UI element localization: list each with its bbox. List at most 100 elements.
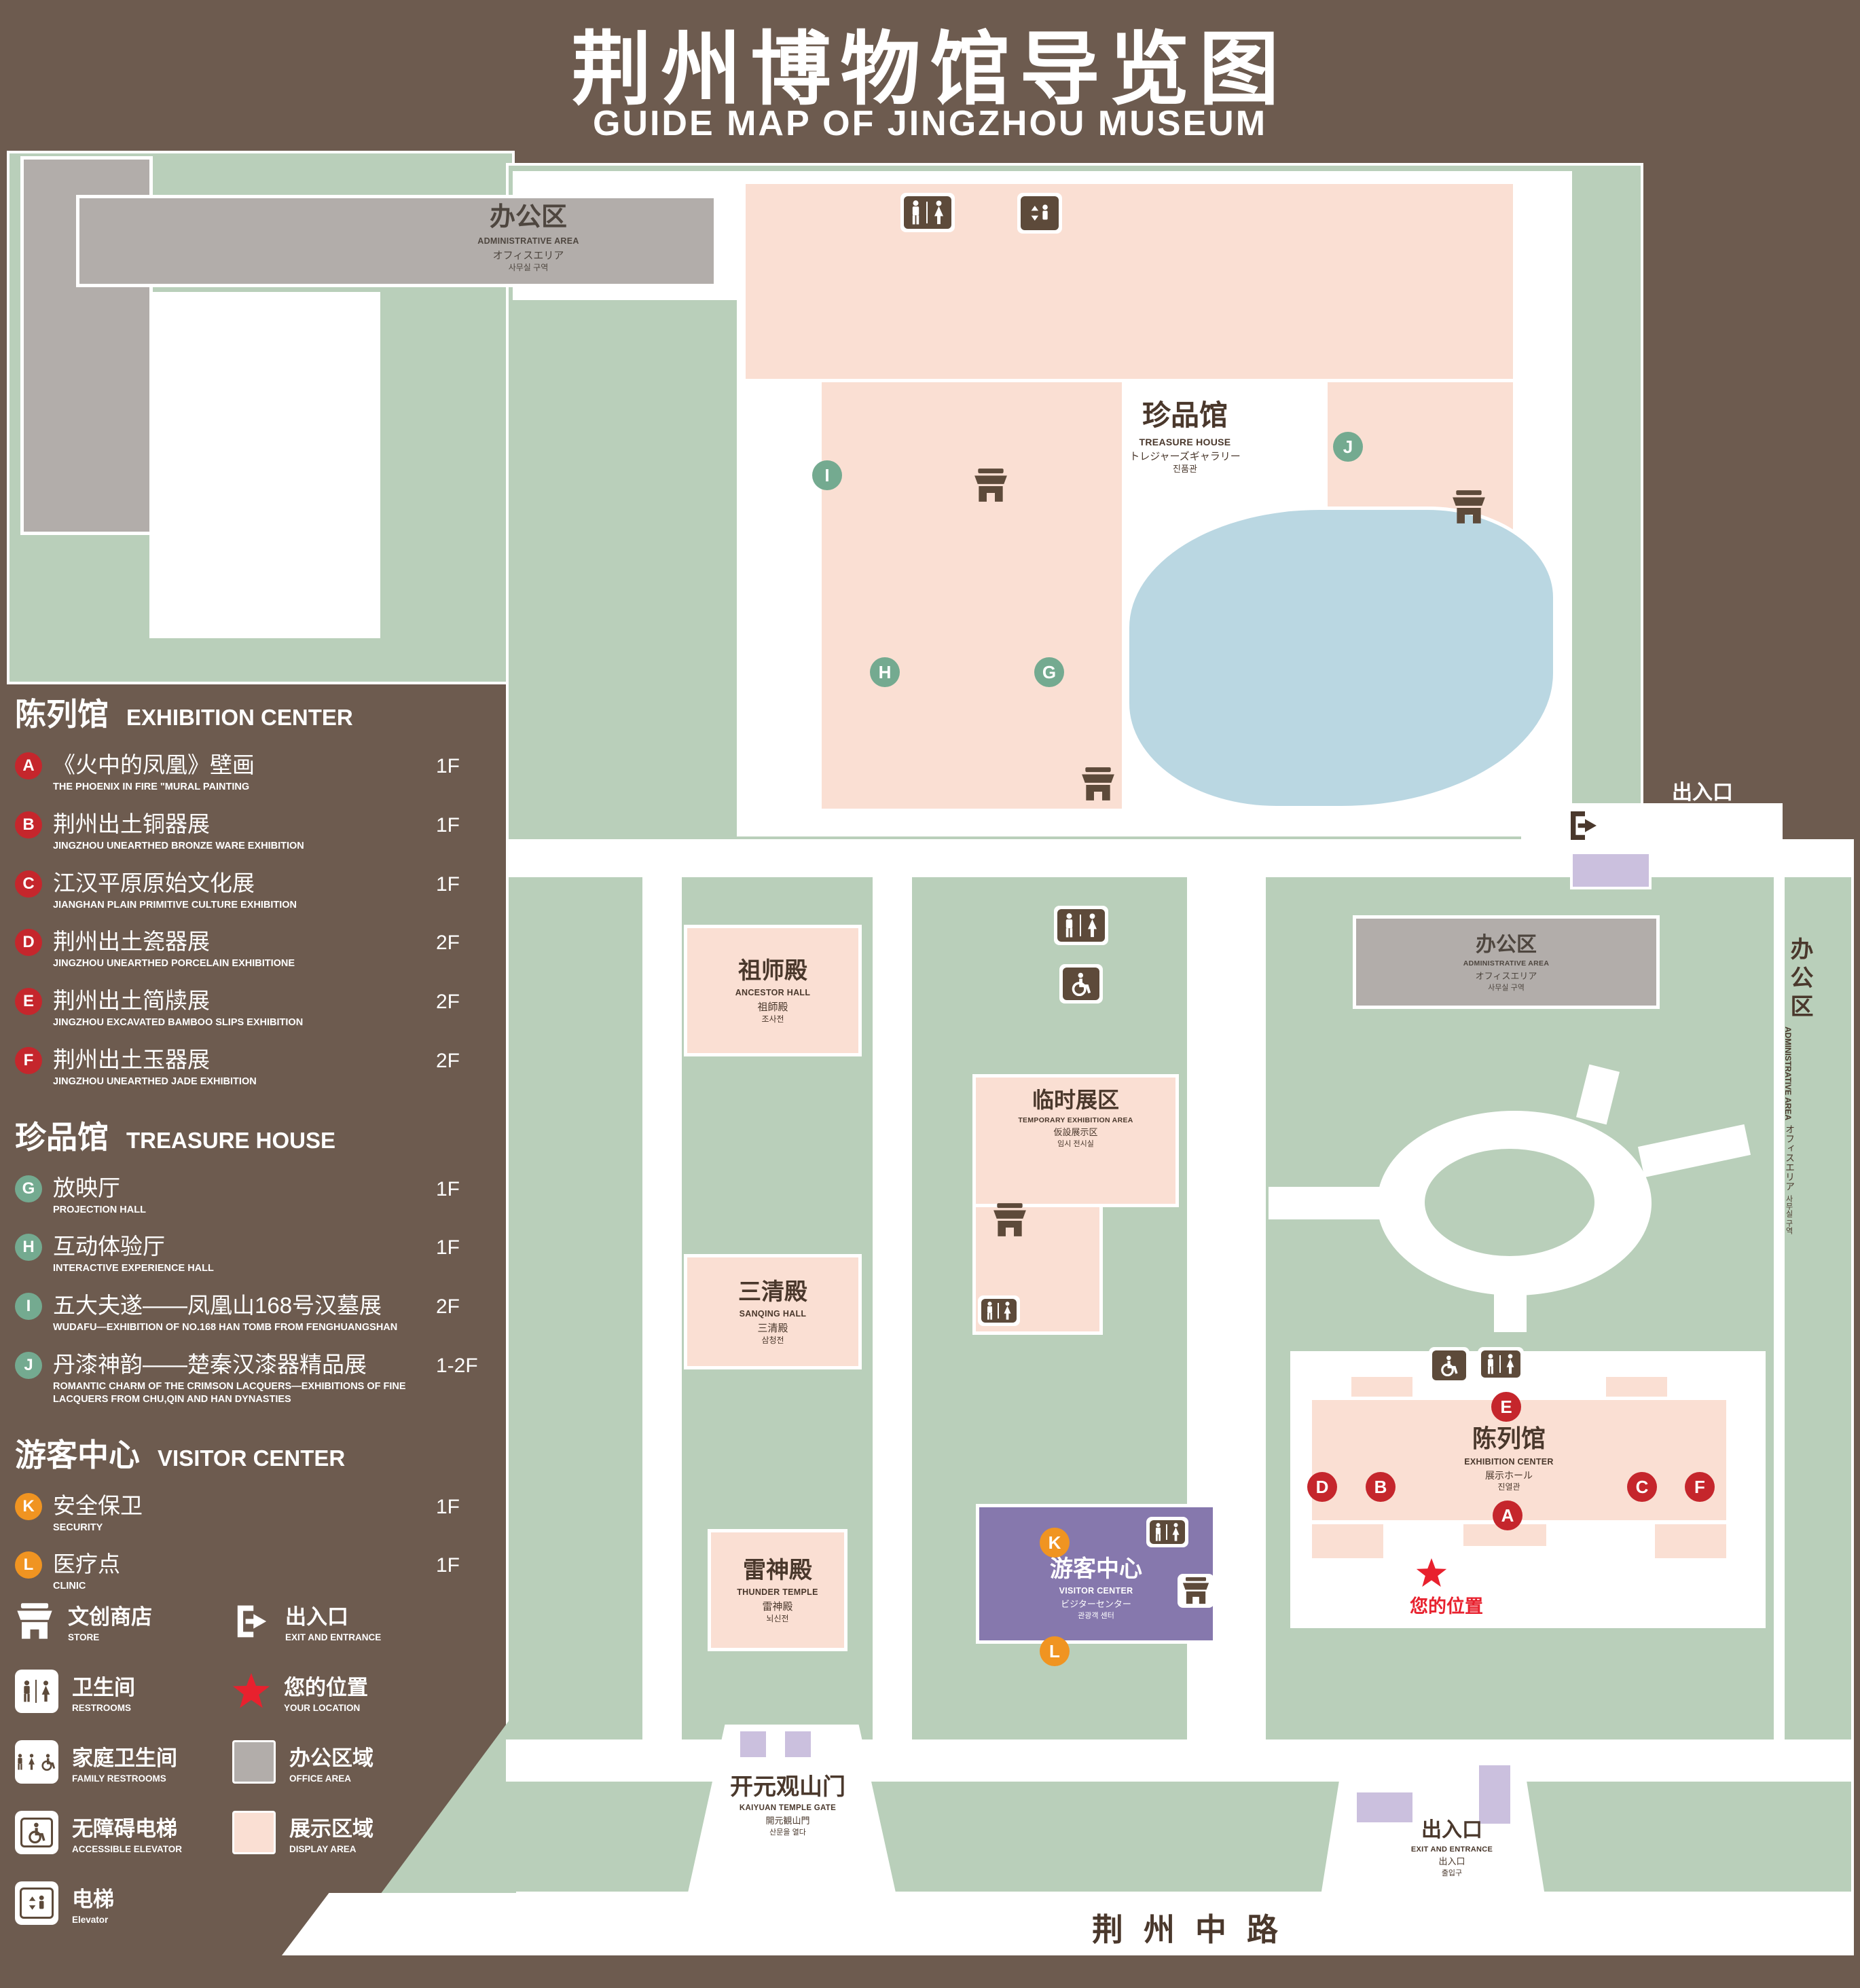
- your-location-label: 您的位置: [1410, 1596, 1483, 1617]
- garden-path-south: [1494, 1290, 1527, 1332]
- marker-F: F: [1685, 1472, 1715, 1502]
- legend-item-H: H 互动体验厅 INTERACTIVE EXPERIENCE HALL 1F: [15, 1234, 496, 1275]
- your-location-star-icon: [232, 1673, 270, 1710]
- restroom-icon: [1146, 1517, 1188, 1547]
- exhibition-center-wing-left: [1309, 1521, 1387, 1562]
- exhibit-title: 医疗点: [53, 1551, 120, 1577]
- marker-D: D: [1307, 1472, 1337, 1502]
- marker-H-badge: H: [15, 1234, 42, 1262]
- legend-item-J: J 丹漆神韵——楚秦汉漆器精品展 ROMANTIC CHARM OF THE C…: [15, 1352, 496, 1406]
- floor-label: 1F: [436, 1236, 460, 1259]
- exhibit-title: 荆州出土简牍展: [53, 988, 210, 1014]
- floor-label: 1F: [436, 755, 460, 777]
- marker-H: H: [870, 657, 900, 687]
- legend-item-A: A 《火中的凤凰》壁画 THE PHOENIX IN FIRE "MURAL P…: [15, 752, 496, 794]
- restroom-icon: [900, 193, 955, 232]
- legend-item-L: L 医疗点 CLINIC 1F: [15, 1551, 496, 1593]
- entrance-block-right: [1570, 851, 1652, 889]
- garden-path-west: [1269, 1187, 1387, 1219]
- floor-label: 2F: [436, 932, 460, 955]
- pond: [1126, 507, 1556, 809]
- treasure-house-label: 珍品馆 TREASURE HOUSE トレジャーズギャラリー 진품관: [1129, 399, 1241, 475]
- restroom-icon: [1054, 906, 1108, 945]
- legend-item-D: D 荆州出土瓷器展 JINGZHOU UNEARTHED PORCELAIN E…: [15, 929, 496, 970]
- exhibit-subtitle: JINGZHOU UNEARTHED JADE EXHIBITION: [53, 1075, 257, 1087]
- exhibit-subtitle: JIANGHAN PLAIN PRIMITIVE CULTURE EXHIBIT…: [53, 899, 297, 910]
- exhibit-subtitle: SECURITY: [53, 1522, 103, 1533]
- exit-right-icon: [1566, 808, 1601, 843]
- marker-I-badge: I: [15, 1293, 42, 1321]
- exhibit-title: 放映厅: [53, 1175, 120, 1200]
- restroom-icon: [1478, 1347, 1524, 1381]
- your-location-star-icon: [1416, 1558, 1447, 1588]
- legend-panel: 陈列馆 EXHIBITION CENTER A 《火中的凤凰》壁画 THE PH…: [15, 665, 496, 1610]
- floor-label: 1F: [436, 1554, 460, 1577]
- legend-item-G: G 放映厅 PROJECTION HALL 1F: [15, 1175, 496, 1217]
- marker-D-badge: D: [15, 929, 42, 957]
- exhibition-center-tab-right: [1603, 1374, 1671, 1401]
- marker-L: L: [1040, 1636, 1070, 1666]
- exhibit-title: 《火中的凤凰》壁画: [53, 752, 255, 777]
- exhibit-title: 安全保卫: [53, 1492, 143, 1518]
- sanqing-hall-building: 三清殿 SANQING HALL 三清殿 삼청전: [684, 1254, 862, 1369]
- display-area-swatch: [232, 1811, 276, 1854]
- floor-label: 2F: [436, 1295, 460, 1319]
- exhibit-subtitle: JINGZHOU UNEARTHED PORCELAIN EXHIBITIONE: [53, 958, 295, 970]
- exhibit-subtitle: JINGZHOU UNEARTHED BRONZE WARE EXHIBITIO…: [53, 840, 304, 851]
- marker-J: J: [1333, 432, 1363, 462]
- legend-item-K: K 安全保卫 SECURITY 1F: [15, 1492, 496, 1534]
- accessible-elevator-icon: [1429, 1347, 1470, 1384]
- exit-icon: [232, 1602, 272, 1641]
- store-icon: [1451, 490, 1487, 524]
- exit-right-label: 出入口 EXIT AND ENTRANCE 出入口 출입구: [1661, 781, 1744, 841]
- marker-C: C: [1627, 1472, 1657, 1502]
- accessible-restroom-icon: [1059, 964, 1103, 1004]
- exhibition-center-label: 陈列馆 EXHIBITION CENTER 展示ホール 진열관: [1464, 1424, 1554, 1492]
- exhibit-subtitle: INTERACTIVE EXPERIENCE HALL: [53, 1263, 214, 1274]
- treasure-house-main: [742, 181, 1516, 382]
- marker-E-badge: E: [15, 988, 42, 1016]
- entrance-block-bottom-2: [1476, 1763, 1513, 1826]
- admin-side-label: 办公区 ADMINISTRATIVE AREA オフィスエリア 사무실 구역: [1783, 937, 1812, 1235]
- restroom-icon: [978, 1295, 1020, 1326]
- ancestor-hall-label: 祖师殿 ANCESTOR HALL 祖師殿 조사전: [735, 958, 811, 1025]
- store-icon: [15, 1603, 54, 1640]
- treasure-house-south-wing: [818, 379, 1125, 812]
- legend-item-C: C 江汉平原原始文化展 JIANGHAN PLAIN PRIMITIVE CUL…: [15, 870, 496, 912]
- road-label: 荆州中路: [1092, 1912, 1298, 1947]
- divider-right-strip: [1774, 857, 1785, 1740]
- sanqing-hall-label: 三清殿 SANQING HALL 三清殿 삼청전: [738, 1279, 807, 1346]
- marker-I: I: [812, 460, 842, 490]
- marker-B: B: [1366, 1472, 1396, 1502]
- exhibit-title: 五大夫遂——凤凰山168号汉墓展: [53, 1293, 382, 1319]
- thunder-temple-label: 雷神殿 THUNDER TEMPLE 雷神殿 뇌신전: [737, 1558, 818, 1624]
- admin-right-label: 办公区 ADMINISTRATIVE AREA オフィスエリア 사무실 구역: [1463, 934, 1550, 992]
- family-restroom-icon: [15, 1740, 58, 1784]
- exhibit-subtitle: PROJECTION HALL: [53, 1204, 146, 1215]
- floor-label: 1-2F: [436, 1355, 478, 1378]
- marker-F-badge: F: [15, 1046, 42, 1074]
- page-title: 荆州博物馆导览图: [571, 25, 1289, 115]
- exhibit-title: 荆州出土铜器展: [53, 811, 210, 836]
- admin-building-east: 办公区 ADMINISTRATIVE AREA オフィスエリア 사무실 구역: [1353, 915, 1660, 1009]
- exhibit-subtitle: WUDAFU—EXHIBITION OF NO.168 HAN TOMB FRO…: [53, 1322, 398, 1333]
- office-area-swatch: [232, 1740, 276, 1784]
- page-subtitle: GUIDE MAP OF JINGZHOU MUSEUM: [592, 104, 1268, 143]
- legend-item-I: I 五大夫遂——凤凰山168号汉墓展 WUDAFU—EXHIBITION OF …: [15, 1293, 496, 1334]
- temporary-exhibition-main: [972, 1074, 1179, 1207]
- store-icon: [1080, 767, 1116, 801]
- marker-A-badge: A: [15, 752, 42, 779]
- road: [282, 1893, 1854, 1955]
- floor-label: 1F: [436, 1495, 460, 1518]
- exhibit-title: 互动体验厅: [53, 1234, 165, 1259]
- visitor-center-label: 游客中心 VISITOR CENTER ビジターセンター 관광객 센터: [1050, 1556, 1142, 1620]
- marker-C-badge: C: [15, 870, 42, 898]
